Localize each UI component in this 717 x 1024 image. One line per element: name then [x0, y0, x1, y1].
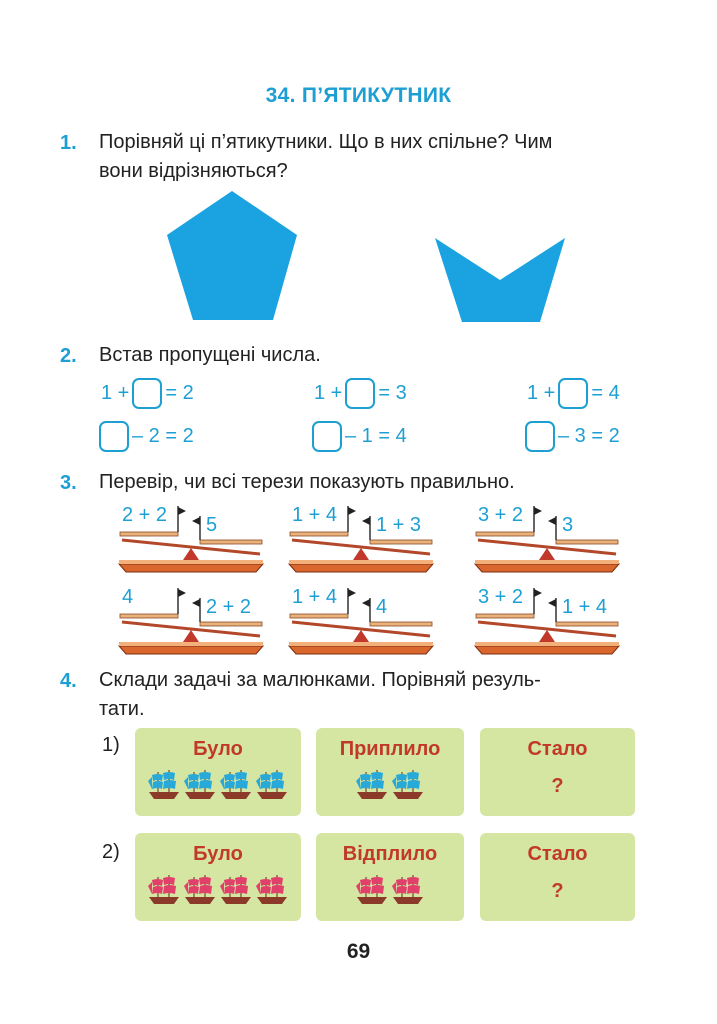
balance-scale: 1 + 4 4: [286, 586, 436, 662]
right-pan-label: 3: [562, 514, 574, 536]
sailing-ship-icon: [184, 875, 215, 904]
task-2-text: Встав пропущені числа.: [99, 344, 321, 366]
ship-row: [135, 768, 301, 802]
left-pan-label: 3 + 2: [478, 504, 524, 526]
page-title: 34. П’ЯТИКУТНИК: [265, 84, 452, 107]
balance-scale: 3 + 2 1 + 4: [472, 586, 622, 662]
ship-row: [135, 873, 301, 907]
balance-scale-icon: [117, 506, 265, 573]
sailing-ship-icon: [392, 875, 423, 904]
equation-suffix: – 3 = 2: [558, 425, 620, 447]
equation-prefix: 1 +: [101, 382, 130, 404]
task-2-number: 2.: [60, 345, 77, 367]
sailing-ship-icon: [256, 770, 287, 799]
answer-box[interactable]: [525, 421, 555, 452]
right-pan-label: 4: [376, 596, 388, 618]
equation-suffix: = 3: [378, 382, 407, 404]
right-pan-label: 2 + 2: [206, 596, 252, 618]
equation-1-2: 1 + = 3: [314, 378, 407, 409]
regular-pentagon: [167, 191, 297, 320]
sailing-ship-icon: [184, 770, 215, 799]
equation-suffix: – 2 = 2: [132, 425, 194, 447]
question-mark: ?: [551, 775, 564, 797]
sailing-ship-icon: [220, 770, 251, 799]
task-4-text-line2: тати.: [99, 698, 145, 720]
sailing-ship-icon: [356, 770, 387, 799]
answer-box[interactable]: [132, 378, 163, 409]
balance-scale-icon: [287, 506, 435, 573]
card-bulo-2: Було: [135, 833, 301, 921]
balance-scale-icon: [473, 506, 621, 573]
task-3-number: 3.: [60, 472, 77, 494]
left-pan-label: 4: [122, 586, 134, 608]
answer-box[interactable]: [99, 421, 129, 452]
left-pan-label: 2 + 2: [122, 504, 168, 526]
page-number: 69: [346, 940, 371, 963]
sailing-ship-icon: [392, 770, 423, 799]
balance-scale-icon: [287, 588, 435, 655]
card-stalo-2: Стало ?: [480, 833, 635, 921]
equation-2-3: – 3 = 2: [525, 421, 620, 452]
task-1-text-line2: вони відрізняються?: [99, 160, 288, 182]
card-title: Стало: [527, 738, 588, 760]
problem-2-label: 2): [102, 841, 120, 863]
sailing-ship-icon: [356, 875, 387, 904]
balance-scale: 4 2 + 2: [116, 586, 266, 662]
right-pan-label: 1 + 4: [562, 596, 608, 618]
ship-row: [316, 873, 464, 907]
card-bulo-1: Було: [135, 728, 301, 816]
sailing-ship-icon: [220, 875, 251, 904]
left-pan-label: 1 + 4: [292, 586, 338, 608]
sailing-ship-icon: [148, 875, 179, 904]
card-vidplylo: Відплило: [316, 833, 464, 921]
card-title: Було: [193, 843, 243, 865]
problem-1-label: 1): [102, 734, 120, 756]
right-pan-label: 1 + 3: [376, 514, 422, 536]
sailing-ship-icon: [148, 770, 179, 799]
card-pryplylo: Приплило: [316, 728, 464, 816]
task-4-number: 4.: [60, 670, 77, 692]
left-pan-label: 3 + 2: [478, 586, 524, 608]
equation-2-2: – 1 = 4: [312, 421, 407, 452]
equation-suffix: = 2: [165, 382, 194, 404]
equation-prefix: 1 +: [527, 382, 556, 404]
equation-suffix: – 1 = 4: [345, 425, 407, 447]
equation-suffix: = 4: [591, 382, 620, 404]
equation-prefix: 1 +: [314, 382, 343, 404]
card-stalo-1: Стало ?: [480, 728, 635, 816]
sailing-ship-icon: [256, 875, 287, 904]
card-title: Було: [193, 738, 243, 760]
task-4-text-line1: Склади задачі за малюнками. Порівняй рез…: [99, 669, 541, 691]
balance-scale-icon: [473, 588, 621, 655]
task-1-number: 1.: [60, 132, 77, 154]
task-1-text-line1: Порівняй ці п’ятикутники. Що в них спіль…: [99, 131, 553, 153]
answer-box[interactable]: [345, 378, 376, 409]
balance-scale: 2 + 2 5: [116, 504, 266, 580]
card-title: Стало: [527, 843, 588, 865]
question-mark: ?: [551, 880, 564, 902]
answer-box[interactable]: [312, 421, 342, 452]
equation-1-1: 1 + = 2: [101, 378, 194, 409]
equation-1-3: 1 + = 4: [527, 378, 620, 409]
right-pan-label: 5: [206, 514, 218, 536]
balance-scale: 3 + 2 3: [472, 504, 622, 580]
ship-row: [316, 768, 464, 802]
card-title: Приплило: [339, 738, 441, 760]
balance-scale-icon: [117, 588, 265, 655]
concave-pentagon: [435, 238, 565, 322]
task-3-text: Перевір, чи всі терези показують правиль…: [99, 471, 515, 493]
card-title: Відплило: [342, 843, 438, 865]
equation-2-1: – 2 = 2: [99, 421, 194, 452]
balance-scale: 1 + 4 1 + 3: [286, 504, 436, 580]
left-pan-label: 1 + 4: [292, 504, 338, 526]
answer-box[interactable]: [558, 378, 589, 409]
